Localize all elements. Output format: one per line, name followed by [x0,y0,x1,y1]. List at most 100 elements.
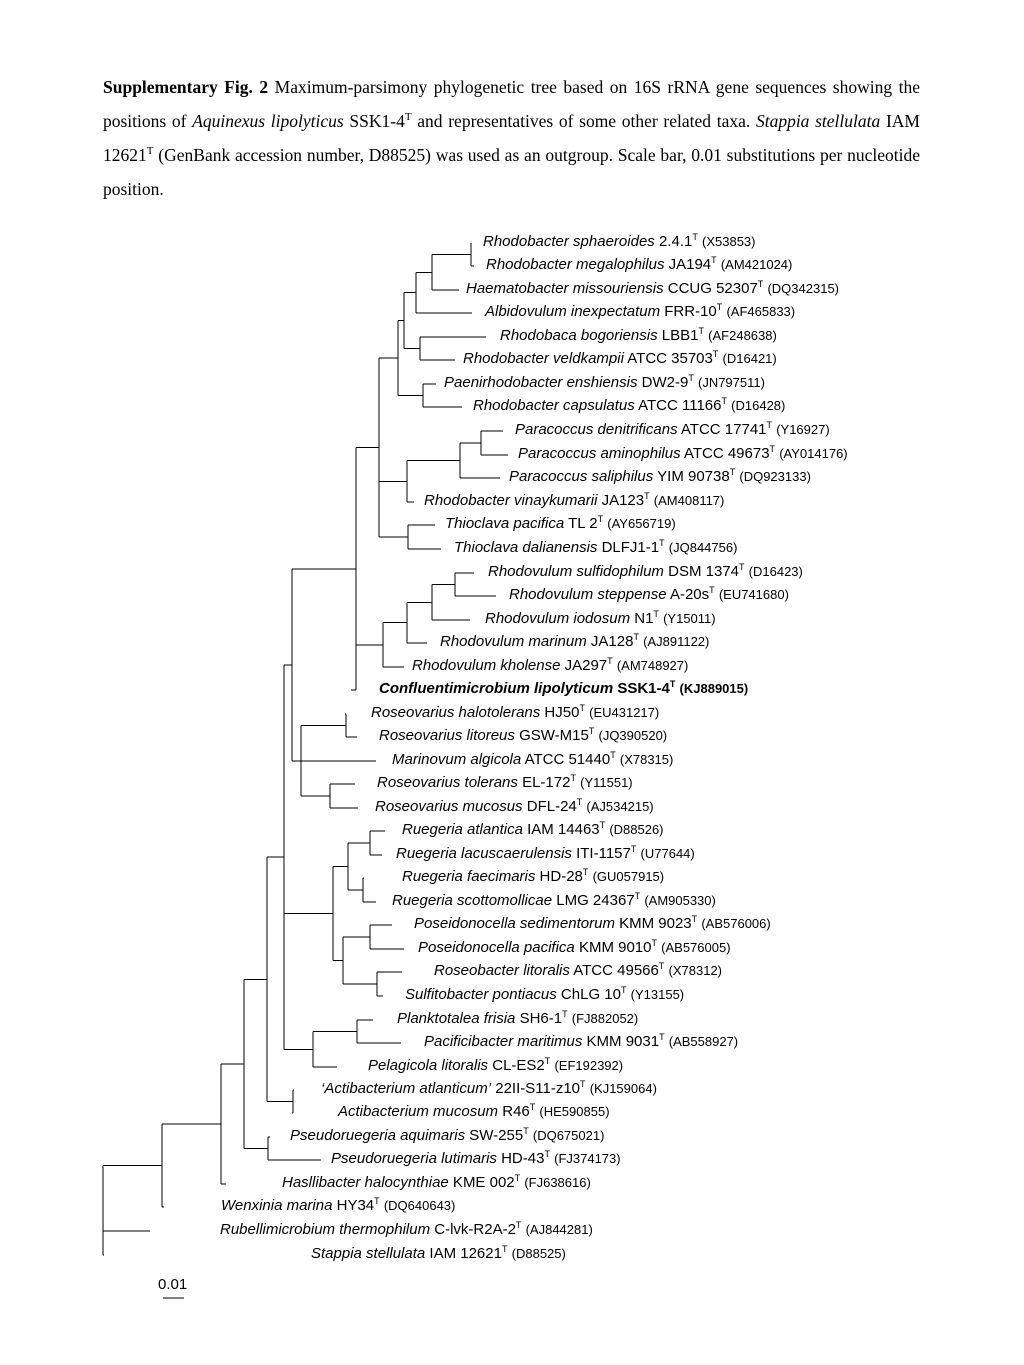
taxon-label: Pseudoruegeria aquimaris SW-255T (DQ6750… [290,1127,604,1145]
type-strain-mark: T [634,891,641,901]
taxon-strain: KMM 9023 [614,915,692,932]
accession-number: (AM408117) [653,493,725,508]
accession-number: (Y16927) [776,422,830,437]
taxon-species: ‘Actibacterium atlanticum’ [321,1080,492,1097]
accession-number: (FJ638616) [524,1175,591,1190]
accession-number: (JQ390520) [598,728,668,743]
taxon-species: Paracoccus saliphilus [509,468,654,485]
taxon-species: Marinovum algicola [392,751,522,768]
taxon-label: Roseobacter litoralis ATCC 49566T (X7831… [434,962,722,980]
accession-number: (AM905330) [644,893,716,908]
accession-number: (EF192392) [554,1058,624,1073]
taxon-strain: A-20s [666,586,710,603]
taxon-species: Rhodobacter sphaeroides [483,233,655,250]
taxon-species: Haematobacter missouriensis [466,280,664,297]
type-strain-mark: T [523,1126,529,1136]
taxon-species: Rhodovulum steppense [509,586,667,603]
taxon-species: Rhodobacter veldkampii [463,350,624,367]
type-strain-mark: T [580,1079,586,1089]
type-strain-mark: T [653,609,659,619]
type-strain-mark: T [599,820,606,830]
taxon-label: Pelagicola litoralis CL-ES2T (EF192392) [368,1057,623,1075]
accession-number: (DQ342315) [767,281,840,296]
taxon-label: Rhodovulum steppense A-20sT (EU741680) [509,586,789,604]
taxon-species: Rhodovulum kholense [412,657,561,674]
accession-number: (X78312) [668,963,723,978]
taxon-label: Ruegeria scottomollicae LMG 24367T (AM90… [392,892,716,910]
accession-number: (AM748927) [616,658,689,673]
taxon-species: Stappia stellulata [311,1245,426,1262]
taxon-species: Ruegeria faecimaris [402,868,536,885]
taxon-species: Rubellimicrobium thermophilum [220,1221,431,1238]
type-strain-mark: T [588,726,595,736]
taxon-label: Poseidonocella pacifica KMM 9010T (AB576… [418,939,731,957]
type-strain-mark: T [698,326,705,336]
taxon-label: Rhodovulum marinum JA128T (AJ891122) [440,633,709,651]
taxon-strain: DFL-24 [522,798,577,815]
taxon-strain: GSW-M15 [514,727,589,744]
caption-type-mark-2: T [146,145,154,158]
accession-number: (X78315) [619,752,674,767]
accession-number: (EU431217) [589,705,660,720]
taxon-species: Actibacterium mucosum [338,1103,499,1120]
taxon-strain: KMM 9010 [574,939,652,956]
accession-number: (HE590855) [539,1104,610,1119]
type-strain-mark: T [659,1032,665,1042]
type-strain-mark: T [729,467,736,477]
taxon-label: Poseidonocella sedimentorum KMM 9023T (A… [414,915,771,933]
type-strain-mark: T [711,255,717,265]
taxon-species: Planktotalea frisia [397,1010,516,1027]
taxon-strain: HD-43 [496,1150,545,1167]
taxon-species: Thioclava dalianensis [454,539,598,556]
taxon-strain: 2.4.1 [654,233,693,250]
taxon-species: Paenirhodobacter enshiensis [444,374,638,391]
caption-text-2: and representatives of some other relate… [411,111,756,131]
taxon-label: Rhodobacter sphaeroides 2.4.1T (X53853) [483,233,755,251]
caption-type-mark-1: T [404,111,412,124]
taxon-label: Actibacterium mucosum R46T (HE590855) [338,1103,610,1121]
taxon-strain: DLFJ1-1 [597,539,660,556]
taxon-strain: EL-172 [517,774,571,791]
taxon-label: Hasllibacter halocynthiae KME 002T (FJ63… [282,1174,591,1192]
accession-number: (EU741680) [718,587,789,602]
taxon-label: Rhodobacter vinaykumarii JA123T (AM40811… [424,492,724,510]
type-strain-mark: T [374,1196,380,1206]
taxon-strain: SW-255 [465,1127,524,1144]
type-strain-mark: T [582,867,589,877]
caption-text-1: Maximum-parsimony phylogenetic tree base… [103,77,920,131]
accession-number: (DQ675021) [532,1128,605,1143]
type-strain-mark: T [692,232,698,242]
taxon-strain: CL-ES2 [488,1057,545,1074]
accession-number: (JN797511) [697,375,765,390]
taxon-strain: FRR-10 [660,303,717,320]
taxon-strain: ATCC 51440 [521,751,611,768]
accession-number: (X53853) [702,234,756,249]
taxon-strain: HJ50 [540,704,580,721]
taxon-strain: ATCC 35703 [623,350,713,367]
accession-number: (AJ844281) [525,1222,593,1237]
taxon-species: Pseudoruegeria aquimaris [290,1127,466,1144]
taxon-label: Planktotalea frisia SH6-1T (FJ882052) [397,1010,638,1028]
taxon-label: Paenirhodobacter enshiensis DW2-9T (JN79… [444,374,765,392]
taxon-label: Thioclava dalianensis DLFJ1-1T (JQ844756… [454,539,737,557]
accession-number: (Y15011) [663,611,716,626]
type-strain-mark: T [691,914,698,924]
taxon-label: Pacificibacter maritimus KMM 9031T (AB55… [424,1033,738,1051]
taxon-label: Rhodovulum iodosum N1T (Y15011) [485,610,716,628]
taxon-strain: DW2-9 [637,374,689,391]
accession-number: (AY014176) [779,446,848,461]
taxon-species: Rhodovulum sulfidophilum [488,563,664,580]
accession-number: (D16421) [722,351,777,366]
taxon-label: Wenxinia marina HY34T (DQ640643) [221,1197,455,1215]
accession-number: (KJ159064) [589,1081,657,1096]
taxon-species: Rhodovulum marinum [440,633,587,650]
taxon-species: Rhodobacter vinaykumarii [424,492,598,509]
taxon-strain: DSM 1374 [663,563,739,580]
type-strain-mark: T [630,844,637,854]
accession-number: (GU057915) [592,869,665,884]
scale-bar-label: 0.01 [158,1276,188,1293]
taxon-species: Paracoccus aminophilus [518,445,681,462]
taxon-species: Albidovulum inexpectatum [485,303,661,320]
type-strain-mark: T [544,1056,551,1066]
type-strain-mark: T [570,773,576,783]
